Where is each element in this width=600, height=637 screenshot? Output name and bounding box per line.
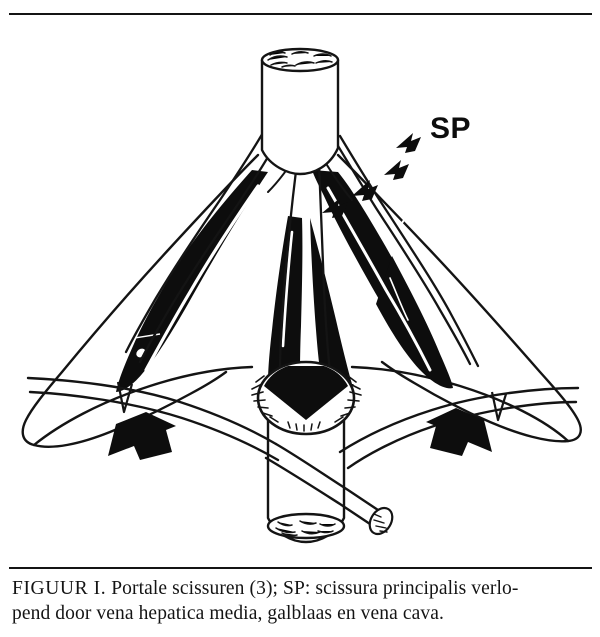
caption-line-2: pend door vena hepatica media, galblaas … <box>12 603 444 624</box>
liver-inferior-border-left <box>32 365 254 447</box>
gallbladder-hatching-fundus <box>287 421 321 432</box>
sp-arrowhead-1 <box>322 198 348 218</box>
portal-vein-right-branch-upper <box>338 386 580 454</box>
vena-cava-inferior-hatching <box>275 520 336 537</box>
left-hepatic-vein-upper-edge <box>124 122 270 354</box>
portal-trunk-upper-edge <box>274 442 386 516</box>
portal-trunk-cut-hatching <box>373 513 388 533</box>
vena-cava-superior <box>260 47 340 176</box>
portal-trunk-cut-end <box>368 506 394 536</box>
sp-label: SP <box>430 112 471 145</box>
vena-cava-superior-hatching <box>267 50 333 68</box>
middle-hepatic-vein-right-edge <box>316 136 332 374</box>
liver-left-lobe-contour <box>21 153 260 448</box>
portal-vein-left-notch <box>116 381 134 414</box>
right-scissure-vein-streak <box>326 186 432 372</box>
middle-hepatic-vein-left-edge <box>278 138 302 374</box>
middle-portal-scissure-right-band <box>310 218 352 384</box>
portal-vein-right-notch <box>490 391 508 422</box>
left-scissure-vein-streak <box>144 184 260 372</box>
caption-figure-label: FIGUUR I. <box>12 578 107 599</box>
liver-inferior-border-right <box>350 365 570 443</box>
liver-right-lobe-contour <box>336 153 582 443</box>
right-hepatic-vein-upper-edge <box>324 124 472 366</box>
portal-vein-left-branch-lower <box>28 390 280 462</box>
middle-scissure-vein-streak <box>281 230 294 348</box>
right-hepatic-vein-lower-edge <box>338 134 480 368</box>
caption-line-1: Portale scissuren (3); SP: scissura prin… <box>106 578 519 599</box>
rule-bottom <box>9 567 592 569</box>
gallbladder-scissure-wedge <box>264 366 348 420</box>
block-arrows-group <box>108 408 492 460</box>
gallbladder-hatching-left <box>251 375 279 423</box>
left-scissure-vein-branch <box>201 205 253 287</box>
liver-portal-scissures-figure: SP <box>0 20 600 565</box>
vena-cava-superior-wall <box>260 58 340 176</box>
figure-svg: SP <box>21 47 582 544</box>
right-scissure-vein-branch <box>389 277 409 321</box>
rule-top <box>9 13 592 15</box>
gallbladder-hatching-right <box>334 375 362 423</box>
vena-cava-inferior-lumen <box>266 512 346 540</box>
sp-arrowhead-3 <box>384 160 409 180</box>
portal-vein-left-branch-upper <box>26 376 278 446</box>
gallbladder <box>251 360 362 436</box>
figure-caption: FIGUUR I. Portale scissuren (3); SP: sci… <box>12 576 590 626</box>
sp-arrowheads-group <box>322 133 421 218</box>
sp-arrowhead-4 <box>396 133 421 153</box>
portal-trunk-lower-edge <box>264 456 378 530</box>
arrow-left-lower <box>108 412 176 460</box>
left-hepatic-vein-lower-edge <box>138 130 284 364</box>
arrow-right-lower <box>426 408 492 456</box>
sp-arrowhead-2 <box>352 180 378 201</box>
